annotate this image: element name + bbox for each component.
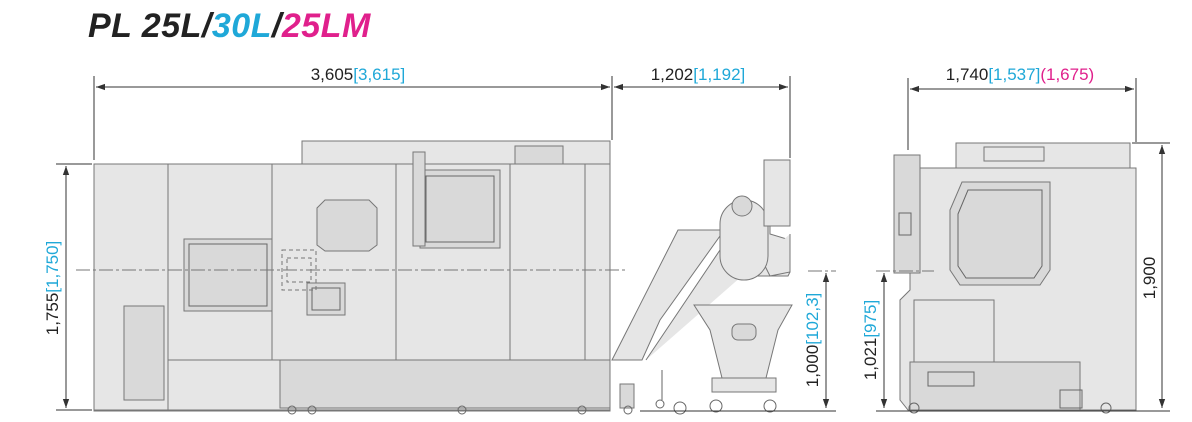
dim-center-height-alt: [102,3] [803, 293, 822, 345]
dim-front-height-main: 1,755 [43, 293, 62, 336]
dim-side-center-height-main: 1,021 [861, 338, 880, 381]
dim-side-height: 1,900 [1140, 257, 1159, 300]
diagram-title: PL 25L/30L/25LM [88, 6, 371, 46]
dim-conveyor-length-main: 1,202 [651, 65, 694, 84]
dim-conveyor-length-alt: [1,192] [693, 65, 745, 84]
dim-overall-length: 3,605[3,615] [311, 65, 406, 84]
title-separator: / [271, 7, 282, 45]
dim-side-width-alt2: (1,675) [1040, 65, 1094, 84]
title-prefix: PL 25L/ [88, 7, 212, 45]
dim-overall-length-alt: [3,615] [353, 65, 405, 84]
dim-side-center-height-alt: [975] [861, 300, 880, 338]
dim-side-center-height: 1,021[975] [861, 300, 880, 380]
dim-side-width-alt: [1,537] [988, 65, 1040, 84]
dim-side-height-main: 1,900 [1140, 257, 1159, 300]
title-model-25lm: 25LM [281, 7, 371, 45]
dim-conveyor-length: 1,202[1,192] [651, 65, 746, 84]
dim-center-height: 1,000[102,3] [803, 293, 822, 388]
title-model-30l: 30L [211, 7, 272, 45]
dim-center-height-main: 1,000 [803, 345, 822, 388]
front-view [93, 140, 635, 415]
side-view [893, 142, 1137, 414]
dim-side-width-main: 1,740 [946, 65, 989, 84]
dim-overall-length-main: 3,605 [311, 65, 354, 84]
chip-bucket [693, 304, 793, 413]
chip-conveyor [611, 159, 791, 415]
dim-front-height-alt: [1,750] [43, 241, 62, 293]
dim-side-width: 1,740[1,537](1,675) [946, 65, 1094, 84]
dim-front-height: 1,755[1,750] [43, 241, 62, 336]
